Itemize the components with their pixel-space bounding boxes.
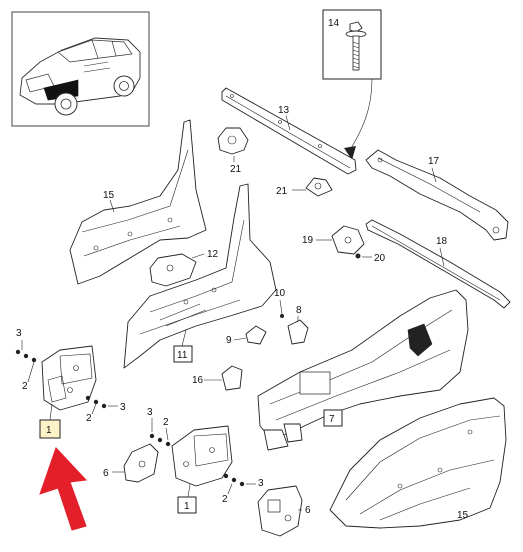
callout-3-left-right: 3 — [120, 402, 126, 413]
callout-11: 11 — [177, 350, 188, 361]
callout-15-upper: 15 — [103, 190, 115, 201]
callout-10: 10 — [274, 288, 286, 299]
bolt-box: 14 — [322, 9, 382, 160]
suv-car-icon — [19, 37, 141, 116]
callout-7: 7 — [329, 414, 335, 425]
callout-21-lower: 21 — [276, 186, 288, 197]
part-9-clip: 9 — [226, 325, 267, 346]
callout-19: 19 — [302, 235, 314, 246]
part-1-left-assembly: 3 2 2 3 1 — [15, 328, 126, 439]
callout-21-upper: 21 — [230, 164, 242, 175]
callout-20: 20 — [374, 253, 386, 264]
bolt-icon — [345, 21, 367, 71]
part-6-bracket-right: 6 — [257, 485, 311, 537]
callout-15-lower: 15 — [457, 510, 469, 521]
part-1-lower-assembly: 3 2 2 3 1 — [147, 407, 264, 514]
callout-2-left-b: 2 — [86, 413, 92, 424]
part-19-bracket: 19 20 — [302, 225, 386, 264]
callout-6-right: 6 — [305, 505, 311, 516]
callout-13: 13 — [278, 105, 290, 116]
red-arrow-icon — [39, 447, 88, 531]
part-10-clip: 10 — [274, 288, 286, 318]
callout-2-lower-b: 2 — [222, 494, 228, 505]
callout-3-lower-top: 3 — [147, 407, 153, 418]
callout-2-lower-a: 2 — [163, 417, 169, 428]
callout-3-lower-right: 3 — [258, 478, 264, 489]
screw-row-left — [15, 349, 107, 409]
callout-9: 9 — [226, 335, 232, 346]
callout-17: 17 — [428, 156, 440, 167]
vehicle-thumbnail — [11, 11, 150, 127]
part-18-bar: 18 — [365, 219, 511, 309]
callout-8: 8 — [296, 305, 302, 316]
part-12-bracket: 12 — [149, 249, 219, 287]
screw-row-lower — [149, 433, 245, 487]
callout-3-left-top: 3 — [16, 328, 22, 339]
callout-1-lower: 1 — [184, 501, 190, 512]
callout-18: 18 — [436, 236, 448, 247]
part-21-bracket-upper: 21 — [217, 127, 249, 175]
part-16-bracket: 16 — [192, 365, 243, 391]
callout-2-left-a: 2 — [22, 381, 28, 392]
callout-6-left: 6 — [103, 468, 109, 479]
part-15-wheel-housing: 15 — [329, 397, 507, 529]
callout-12: 12 — [207, 249, 219, 260]
part-6-bracket-left: 6 — [103, 443, 159, 483]
part-8-bracket: 8 — [287, 305, 309, 345]
part-13-rail: 13 — [221, 87, 357, 175]
part-11-pillar-rail: 11 — [123, 183, 277, 369]
callout-16: 16 — [192, 375, 204, 386]
callout-1-highlighted: 1 — [46, 425, 52, 436]
part-7-frame-rail: 7 — [257, 289, 469, 451]
part-17-strut: 17 — [365, 149, 509, 241]
part-21-bracket-lower: 21 — [276, 177, 333, 197]
part-15-upper-panel: 15 — [69, 119, 207, 285]
callout-14: 14 — [328, 18, 340, 29]
